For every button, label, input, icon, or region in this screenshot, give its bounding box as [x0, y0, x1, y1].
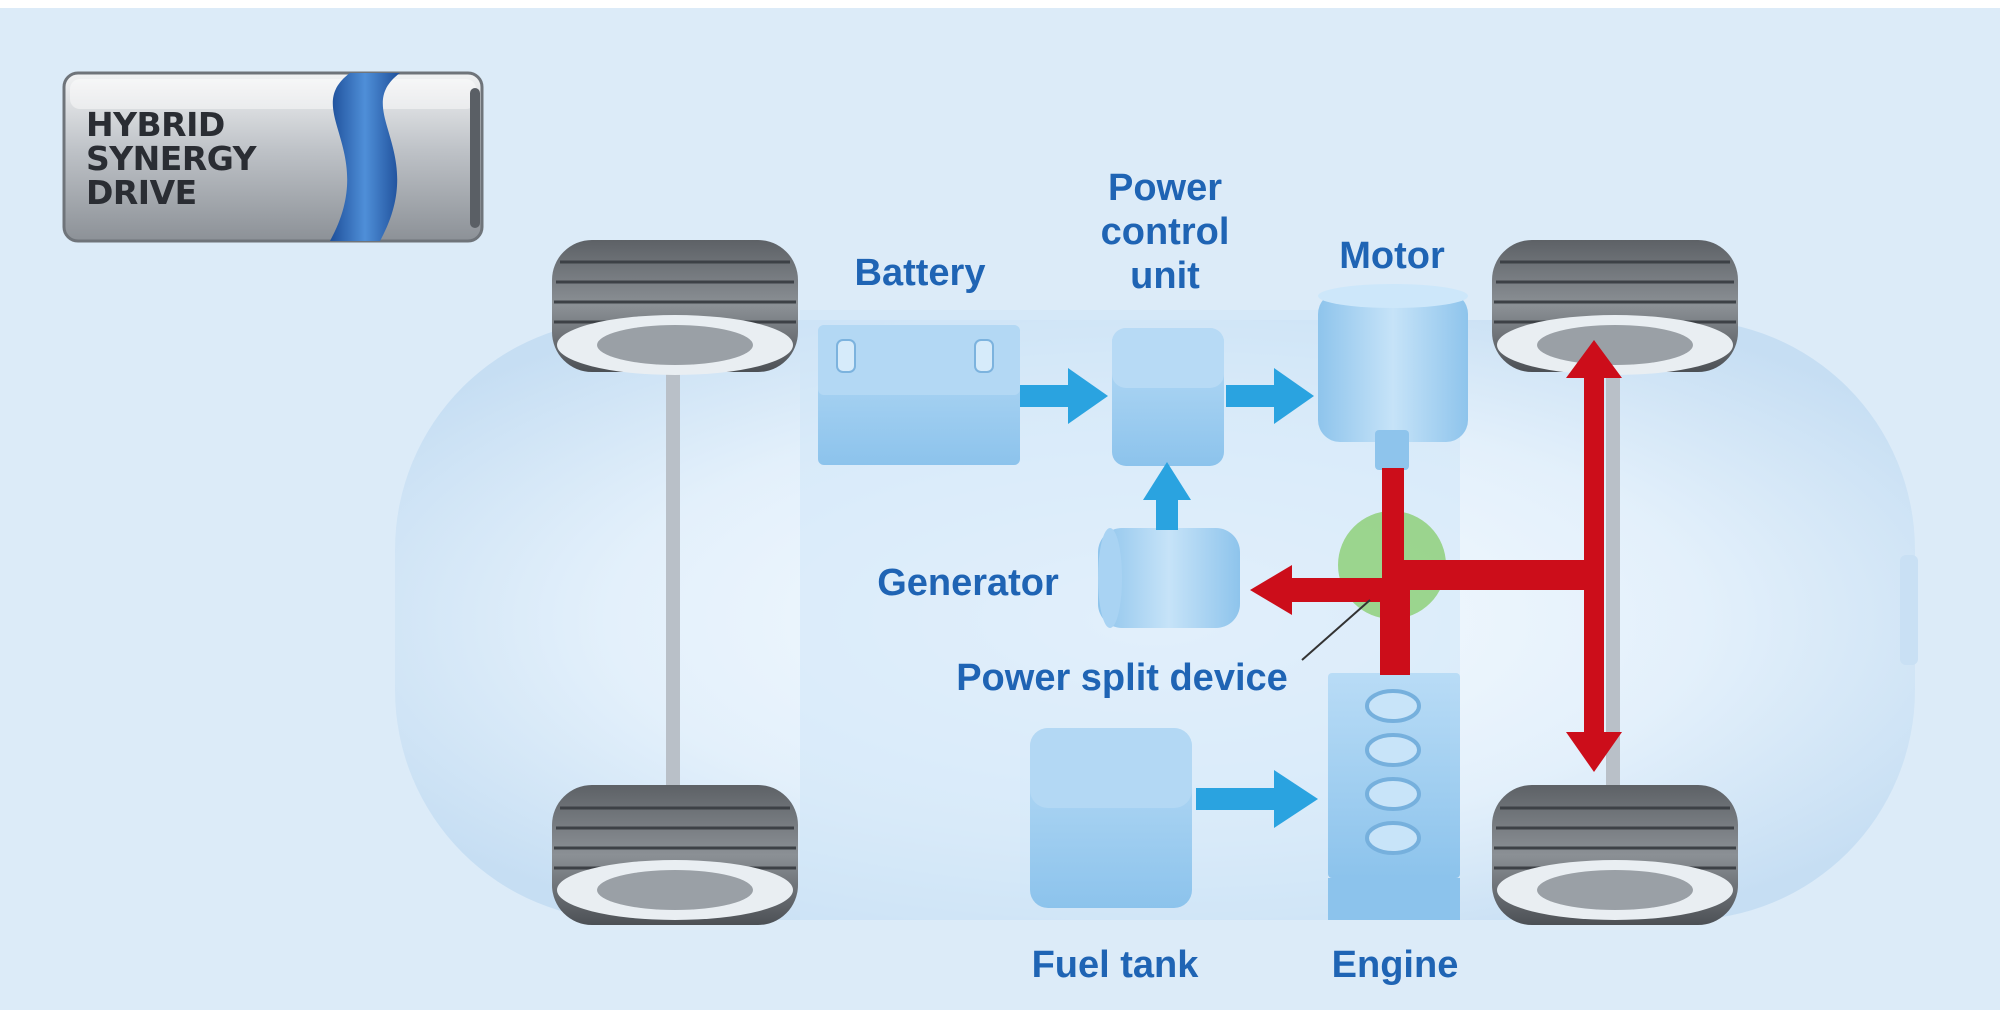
power-path-red — [1250, 340, 1622, 772]
fuel-tank — [1030, 728, 1192, 908]
engine — [1328, 673, 1460, 920]
label-battery: Battery — [855, 252, 986, 294]
arrow-fuel-tank-to-engine — [1196, 770, 1318, 828]
label-power-split-device: Power split device — [956, 657, 1288, 699]
battery — [818, 325, 1020, 465]
logo-line-2: SYNERGY — [86, 139, 258, 178]
label-engine: Engine — [1332, 944, 1459, 986]
power-control-unit — [1112, 328, 1224, 466]
label-fuel-tank: Fuel tank — [1032, 944, 1200, 986]
logo-line-3: DRIVE — [86, 173, 197, 212]
wheel-rear-bottom — [552, 785, 798, 925]
wheel-rear-top — [552, 240, 798, 375]
label-generator: Generator — [877, 562, 1059, 604]
label-power-control-unit-line3: unit — [1130, 255, 1200, 297]
top-white-strip — [0, 0, 2000, 8]
logo-line-1: HYBRID — [86, 105, 225, 144]
arrow-pcu-to-motor — [1226, 368, 1314, 424]
generator — [1098, 528, 1240, 628]
rear-axle — [666, 340, 680, 800]
wheel-front-bottom — [1492, 785, 1738, 925]
label-power-control-unit-line2: control — [1101, 211, 1230, 253]
arrow-generator-to-pcu — [1143, 462, 1191, 530]
wheel-front-top — [1492, 240, 1738, 375]
front-axle — [1606, 340, 1620, 800]
hybrid-synergy-drive-logo: HYBRID SYNERGY DRIVE — [62, 71, 484, 243]
arrow-battery-to-pcu — [1020, 368, 1108, 424]
label-power-control-unit-line1: Power — [1108, 167, 1222, 209]
motor — [1318, 284, 1468, 470]
front-bumper — [1900, 555, 1918, 665]
label-motor: Motor — [1339, 235, 1445, 277]
power-split-device-pointer — [1301, 599, 1371, 661]
